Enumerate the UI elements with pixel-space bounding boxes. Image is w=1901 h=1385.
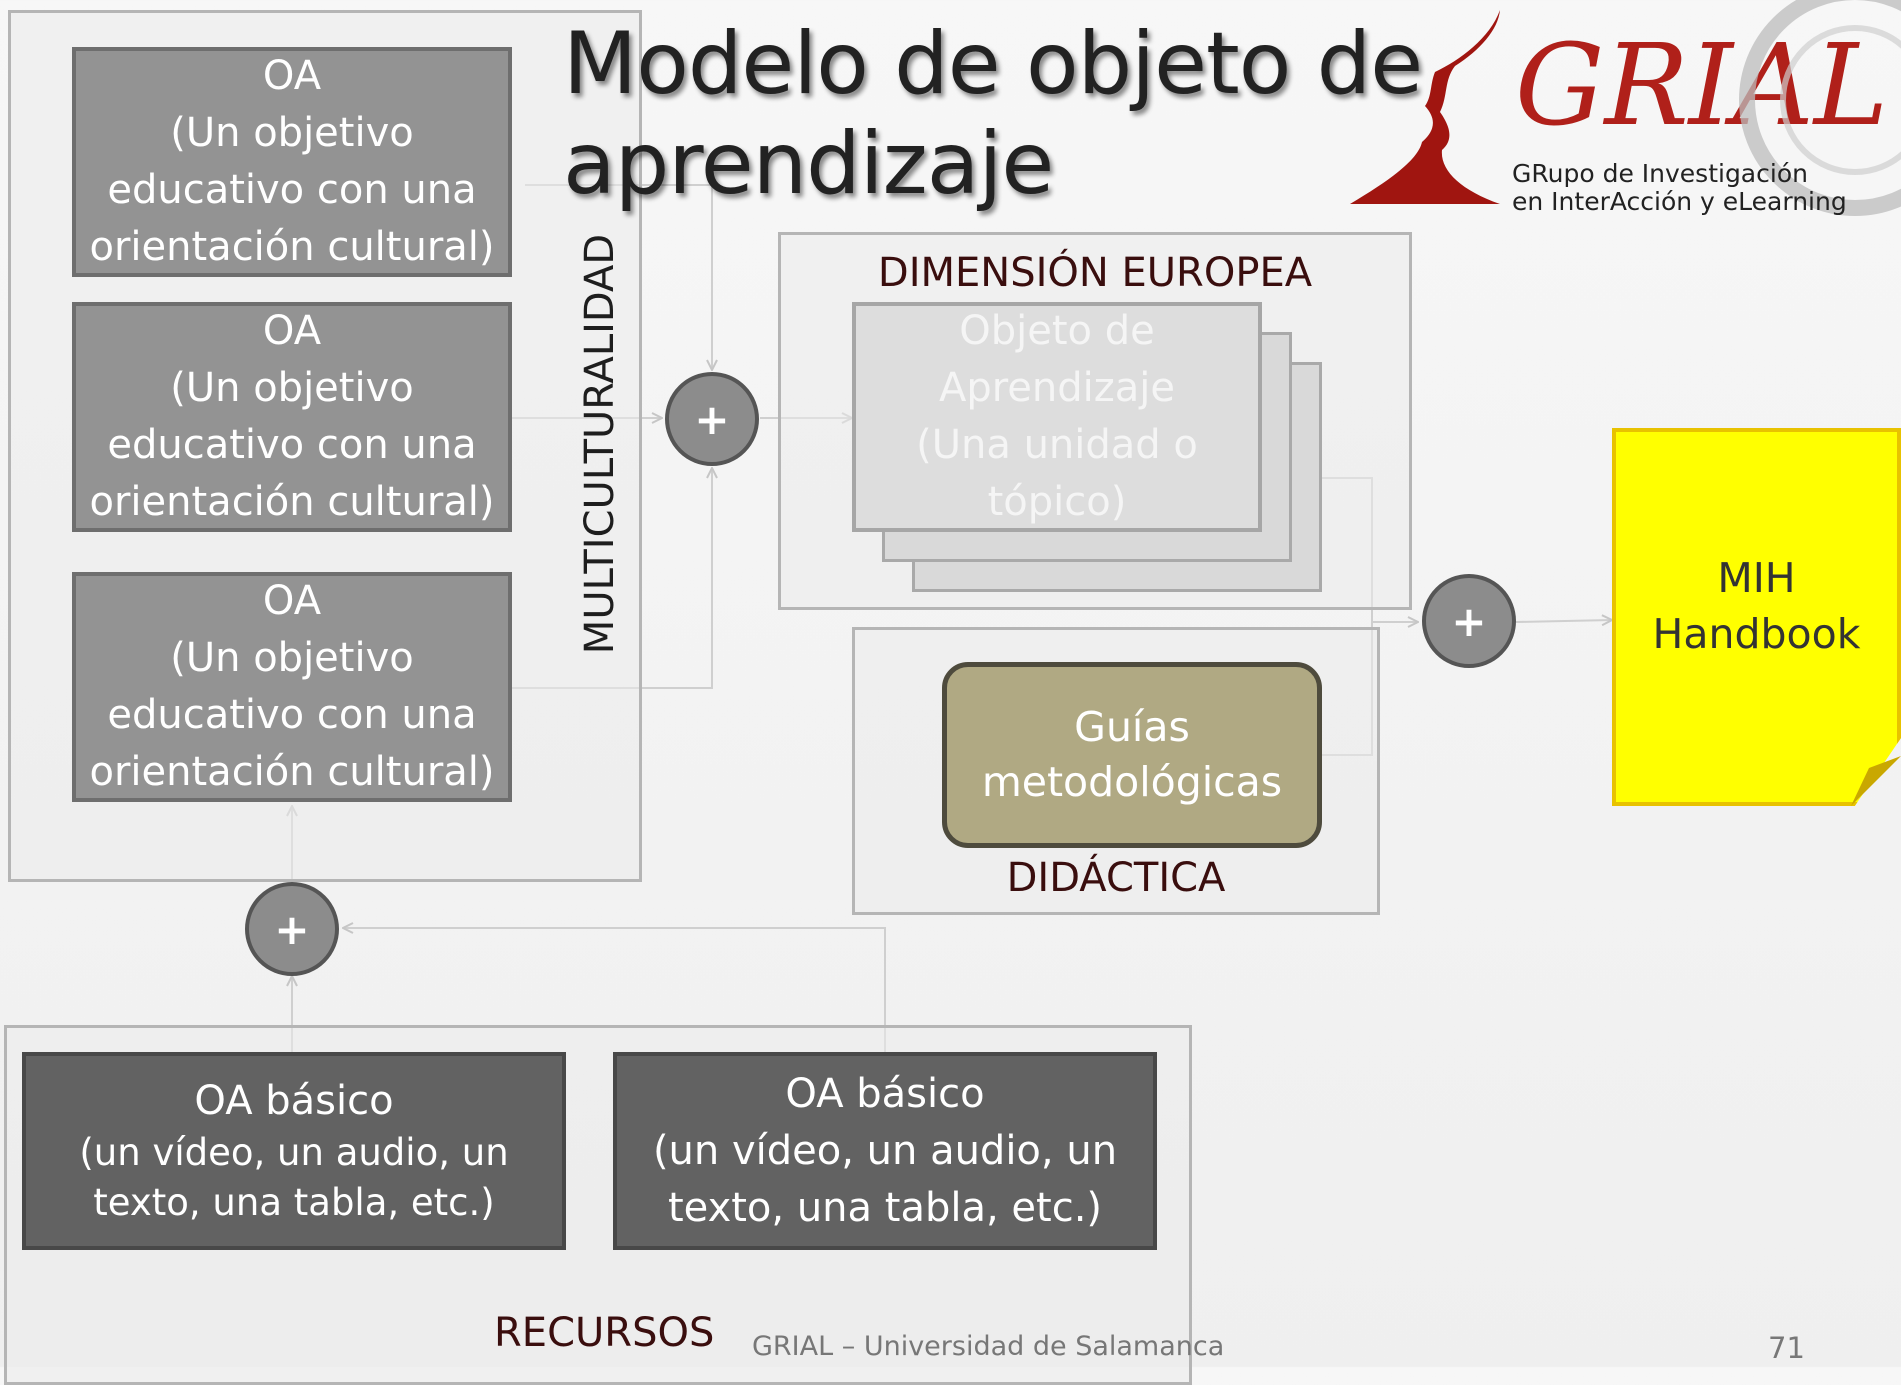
oa-box-3: OA (Un objetivo educativo con una orient… (72, 572, 512, 802)
oa-box-3-line-4: orientación cultural) (89, 749, 495, 795)
grial-tagline-line-1: GRupo de Investigación (1512, 159, 1808, 188)
oa-box-1: OA (Un objetivo educativo con una orient… (72, 47, 512, 277)
oa-box-1-line-2: (Un objetivo (170, 110, 414, 156)
oa-box-2-line-3: educativo con una (107, 422, 477, 468)
oa-box-1-line-1: OA (262, 53, 322, 99)
plus-node-recursos: + (245, 882, 339, 976)
mih-handbook-note: MIH Handbook (1612, 428, 1901, 806)
oa-box-2-line-2: (Un objetivo (170, 365, 414, 411)
didactica-label: DIDÁCTICA (1006, 855, 1226, 901)
plus-node-handbook: + (1422, 574, 1516, 668)
learning-object-line-2: Aprendizaje (938, 365, 1175, 411)
dimension-europea-label: DIMENSIÓN EUROPEA (877, 250, 1313, 296)
slide-title-line-2: aprendizaje (563, 114, 1054, 214)
learning-object-card: Objeto de Aprendizaje (Una unidad o tópi… (852, 302, 1262, 532)
grial-tagline: GRupo de Investigación en InterAcción y … (1512, 160, 1847, 216)
connector-basic2-to-plus (343, 928, 886, 1052)
guias-line-2: metodológicas (981, 758, 1283, 806)
oa-box-3-line-3: educativo con una (107, 692, 477, 738)
plus-node-multiculturalidad: + (665, 372, 759, 466)
learning-object-line-4: tópico) (987, 479, 1127, 525)
guias-line-1: Guías (1074, 703, 1190, 751)
oa-basico-box-2: OA básico (un vídeo, un audio, un texto,… (613, 1052, 1157, 1250)
grial-logo: GRIAL (1348, 0, 1901, 216)
oa-box-2-line-4: orientación cultural) (89, 479, 495, 525)
oa-box-3-line-1: OA (262, 578, 322, 624)
oa-basico-2-line-1: (un vídeo, un audio, un (652, 1127, 1118, 1174)
oa-box-1-line-3: educativo con una (107, 167, 477, 213)
multiculturalidad-label: MULTICULTURALIDAD (577, 233, 623, 655)
vase-faces-icon (1348, 10, 1500, 204)
oa-basico-1-line-1: (un vídeo, un audio, un (79, 1131, 509, 1174)
multiculturalidad-label-wrap: MULTICULTURALIDAD (575, 228, 625, 660)
guias-metodologicas-box: Guías metodológicas (942, 662, 1322, 848)
oa-basico-box-1: OA básico (un vídeo, un audio, un texto,… (22, 1052, 566, 1250)
oa-basico-1-title: OA básico (194, 1078, 394, 1124)
handbook-line-1: MIH (1717, 554, 1796, 602)
learning-object-line-3: (Una unidad o (916, 422, 1198, 468)
oa-basico-2-title: OA básico (785, 1070, 985, 1117)
grial-brand-mark: GRIAL (1515, 21, 1888, 151)
oa-box-3-line-2: (Un objetivo (170, 635, 414, 681)
learning-object-line-1: Objeto de (959, 308, 1155, 354)
handbook-line-2: Handbook (1652, 610, 1861, 658)
university-seal-icon (1739, 0, 1901, 216)
oa-box-2: OA (Un objetivo educativo con una orient… (72, 302, 512, 532)
page-number: 71 (1768, 1331, 1805, 1365)
oa-basico-1-line-2: texto, una tabla, etc.) (93, 1181, 495, 1224)
recursos-label: RECURSOS (494, 1310, 715, 1356)
oa-box-2-line-1: OA (262, 308, 322, 354)
footer-source: GRIAL – Universidad de Salamanca (752, 1331, 1225, 1362)
note-folded-corner-icon (1851, 756, 1901, 806)
oa-basico-2-line-2: texto, una tabla, etc.) (667, 1184, 1103, 1231)
slide-title-line-1: Modelo de objeto de (563, 14, 1423, 114)
oa-box-1-line-4: orientación cultural) (89, 224, 495, 270)
grial-tagline-line-2: en InterAcción y eLearning (1512, 187, 1847, 216)
connector-plus-to-handbook (1515, 620, 1612, 622)
